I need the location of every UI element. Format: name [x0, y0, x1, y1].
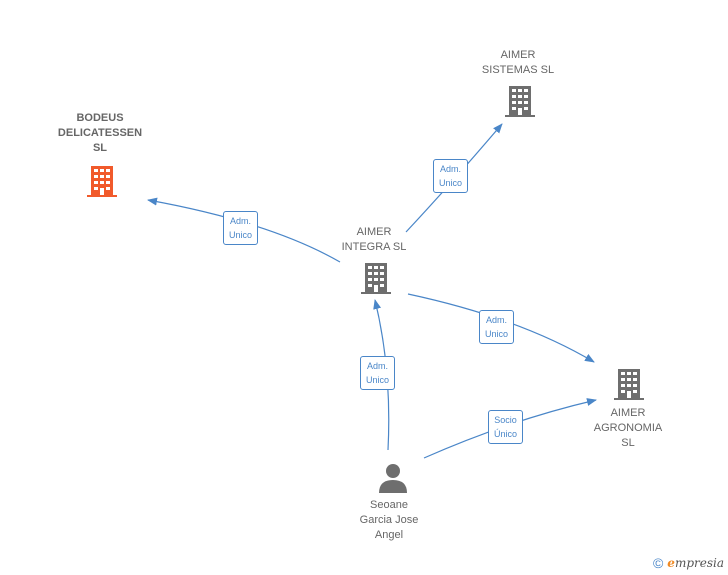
edge-label-integra-agronomia: Adm. Unico — [479, 310, 515, 344]
brand-initial: e — [667, 556, 675, 570]
edge-label-integra-sistemas: Adm. Unico — [433, 159, 469, 193]
node-label-line: Garcia Jose — [359, 514, 419, 526]
node-label-line: SISTEMAS SL — [481, 64, 555, 76]
edge-label-integra-bodeus: Adm. Unico — [223, 211, 259, 245]
node-label-line: Angel — [374, 529, 404, 541]
building-icon — [361, 263, 391, 294]
edge-label-line: Adm. — [486, 315, 508, 325]
brand-logo[interactable]: empresia — [667, 556, 724, 570]
node-label-line: AGRONOMIA — [593, 422, 663, 434]
node-label-line: AIMER — [610, 407, 646, 419]
node-label-line: INTEGRA SL — [341, 241, 407, 253]
building-icon — [614, 369, 644, 400]
node-label-seoane[interactable]: Seoane Garcia Jose Angel — [339, 498, 439, 543]
node-label-aimer-sistemas[interactable]: AIMER SISTEMAS SL — [468, 48, 568, 78]
edge-label-seoane-agronomia: Socio Único — [488, 410, 524, 444]
edge-label-line: Adm. — [230, 216, 252, 226]
edge-label-line: Unico — [366, 375, 390, 385]
node-label-bodeus[interactable]: BODEUS DELICATESSEN SL — [44, 111, 156, 156]
node-label-line: AIMER — [500, 49, 536, 61]
brand-name: mpresia — [674, 556, 724, 570]
edge-label-line: Adm. — [367, 361, 389, 371]
edge-label-line: Unico — [439, 178, 463, 188]
node-label-aimer-integra[interactable]: AIMER INTEGRA SL — [324, 225, 424, 255]
edge-label-line: Unico — [229, 230, 253, 240]
node-label-line: AIMER — [356, 226, 392, 238]
node-label-line: SL — [92, 142, 108, 154]
edge-label-seoane-integra: Adm. Unico — [360, 356, 396, 390]
node-label-line: BODEUS — [76, 112, 124, 124]
copyright-symbol: © — [652, 555, 664, 571]
node-label-line: SL — [621, 437, 635, 449]
edge-label-line: Adm. — [440, 164, 462, 174]
building-icon — [505, 86, 535, 117]
person-icon — [379, 464, 407, 493]
node-label-line: Seoane — [370, 499, 408, 511]
edge-label-line: Socio — [494, 415, 517, 425]
node-label-aimer-agronomia[interactable]: AIMER AGRONOMIA SL — [578, 406, 678, 451]
building-icon — [87, 166, 117, 197]
footer-brand: © empresia — [653, 555, 724, 571]
edge-label-line: Unico — [485, 329, 509, 339]
edge-label-line: Único — [494, 429, 518, 439]
node-label-line: DELICATESSEN — [57, 127, 143, 139]
